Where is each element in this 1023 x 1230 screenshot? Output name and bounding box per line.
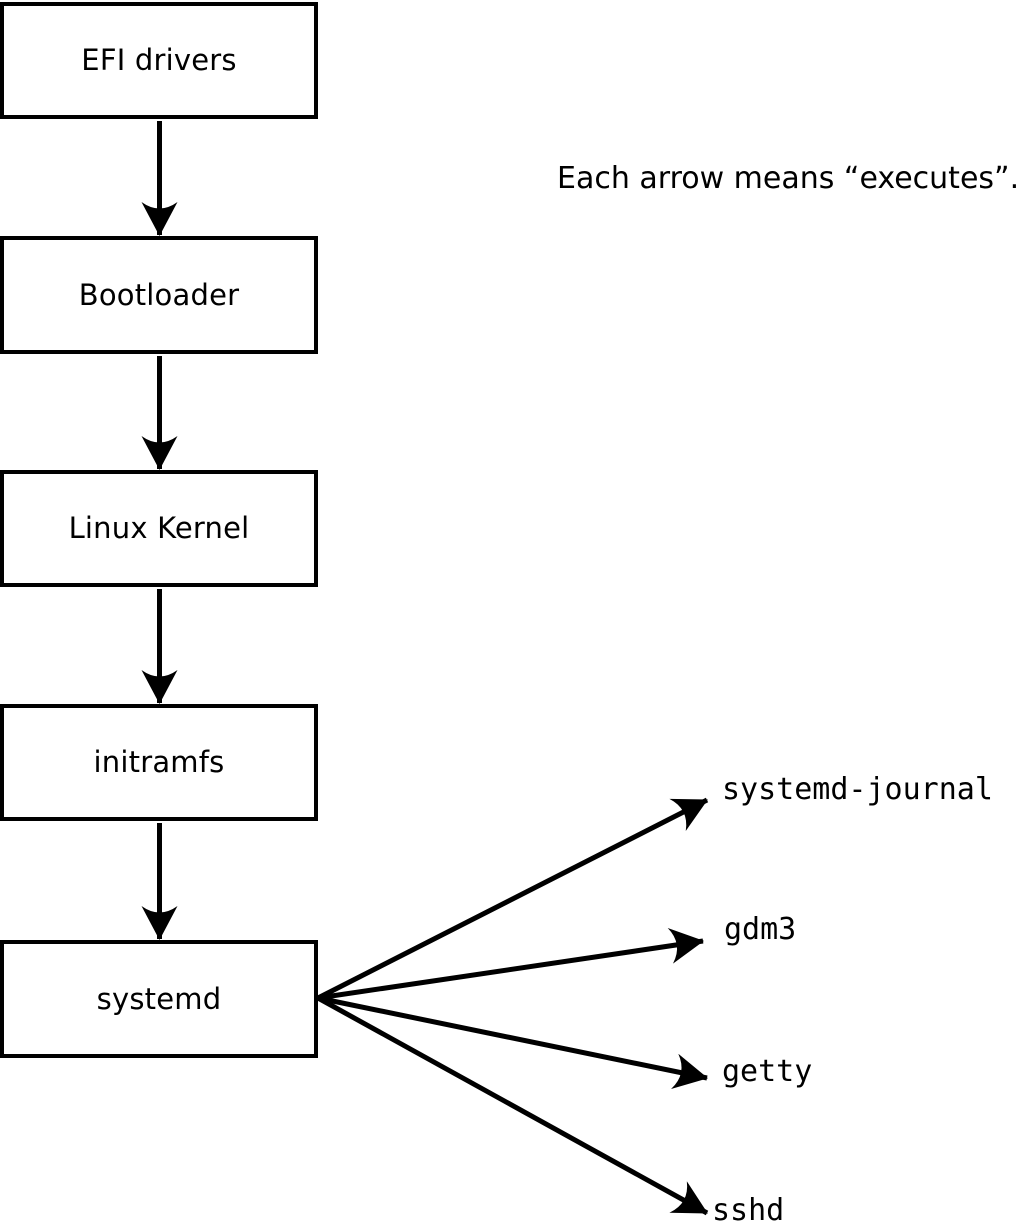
node-linux-kernel: Linux Kernel	[0, 470, 318, 587]
node-systemd-label: systemd	[96, 981, 222, 1016]
node-linux-kernel-label: Linux Kernel	[68, 511, 250, 545]
label-getty: getty	[722, 1054, 813, 1089]
label-sshd: sshd	[712, 1193, 785, 1228]
node-systemd: systemd	[0, 940, 318, 1058]
node-initramfs-label: initramfs	[93, 745, 225, 779]
note-arrow-meaning: Each arrow means “executes”.	[557, 161, 1020, 196]
label-gdm3: gdm3	[724, 912, 797, 947]
node-bootloader: Bootloader	[0, 236, 318, 354]
arrow-systemd-to-getty	[317, 995, 708, 1089]
node-initramfs: initramfs	[0, 704, 318, 821]
arrow-systemd-to-gdm3	[317, 928, 704, 1001]
arrow-systemd-to-sshd	[316, 995, 709, 1216]
node-efi-drivers-label: EFI drivers	[81, 43, 237, 77]
node-bootloader-label: Bootloader	[78, 277, 240, 312]
node-efi-drivers: EFI drivers	[0, 2, 318, 119]
arrow-systemd-to-journal	[316, 797, 709, 1001]
label-systemd-journal: systemd-journal	[722, 772, 993, 807]
